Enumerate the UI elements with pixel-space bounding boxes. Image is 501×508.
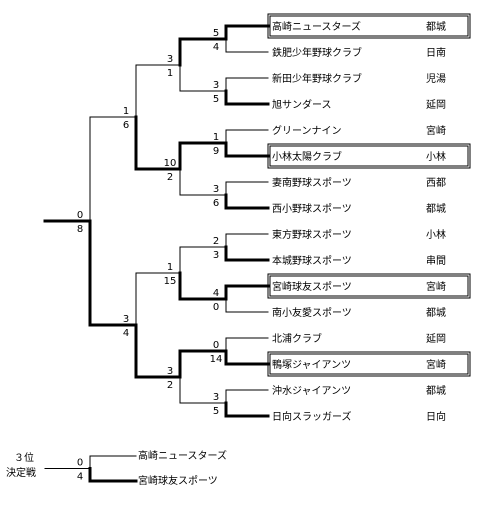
winner-boxes — [267, 13, 471, 377]
round1-match-score-top: 5 — [213, 28, 219, 39]
third-place-score-bottom: 4 — [77, 472, 83, 483]
third-place-title-line1: ３位 — [14, 451, 34, 464]
round1-match-score-bottom: 5 — [213, 94, 219, 105]
third-place-team-top: 高崎ニュースターズ — [138, 449, 227, 462]
team-region: 串間 — [426, 255, 446, 267]
semifinal-match-score-bottom: 4 — [123, 328, 129, 339]
winner-box-inner — [269, 275, 469, 297]
round1-match-score-top: 1 — [213, 132, 219, 143]
team-region: 小林 — [426, 150, 446, 163]
team-region: 都城 — [426, 385, 446, 397]
team-region: 都城 — [426, 21, 446, 33]
team-region: 日向 — [426, 410, 446, 423]
team-region: 小林 — [426, 228, 446, 241]
round1-match-score-bottom: 4 — [213, 42, 219, 53]
round1-match-score-bottom: 3 — [213, 250, 219, 261]
bracket-labels: 高崎ニュースターズ都城鉄肥少年野球クラブ日南新田少年野球クラブ児湯旭サンダース延… — [77, 20, 446, 487]
team-name: 本城野球スポーツ — [272, 254, 352, 267]
team-region: 宮崎 — [426, 358, 446, 371]
team-region: 宮崎 — [426, 124, 446, 137]
round2-match-score-top: 3 — [167, 366, 173, 377]
round1-match-score-bottom: 5 — [213, 406, 219, 417]
winner-box-outer — [267, 273, 471, 299]
team-region: 延岡 — [426, 333, 446, 345]
round1-match-score-top: 3 — [213, 80, 219, 91]
semifinal-match-score-bottom: 6 — [123, 120, 129, 131]
third-place-title-line2: 決定戦 — [6, 466, 36, 479]
third-place-team-bottom: 宮崎球友スポーツ — [138, 474, 218, 487]
round2-match-score-bottom: 15 — [164, 276, 177, 287]
winner-box-inner — [269, 353, 469, 375]
team-name: 北浦クラブ — [272, 332, 322, 345]
team-name: 日向スラッガーズ — [272, 410, 352, 423]
round2-match-score-bottom: 2 — [167, 172, 173, 183]
round1-match-score-top: 4 — [213, 288, 219, 299]
team-region: 宮崎 — [426, 280, 446, 293]
round1-match-score-bottom: 6 — [213, 198, 219, 209]
team-name: 鴨塚ジャイアンツ — [272, 358, 351, 371]
winner-box-outer — [267, 351, 471, 377]
round2-match-score-top: 10 — [164, 158, 177, 169]
team-region: 延岡 — [426, 99, 446, 111]
team-name: 鉄肥少年野球クラブ — [272, 46, 362, 59]
team-name: 妻南野球スポーツ — [272, 176, 352, 189]
round2-match-score-bottom: 2 — [167, 380, 173, 391]
round1-match-score-top: 0 — [213, 340, 219, 351]
winner-box-outer — [267, 13, 471, 39]
round1-match-score-bottom: 9 — [213, 146, 219, 157]
team-region: 都城 — [426, 203, 446, 215]
final-match-score-bottom: 8 — [77, 224, 83, 235]
team-name: 西小野球スポーツ — [272, 202, 352, 215]
semifinal-match-score-top: 1 — [123, 106, 129, 117]
final-match-score-top: 0 — [77, 210, 83, 221]
team-name: 沖水ジャイアンツ — [272, 384, 351, 397]
round1-match-score-top: 2 — [213, 236, 219, 247]
team-region: 日南 — [426, 46, 446, 59]
round1-match-score-top: 3 — [213, 184, 219, 195]
team-name: 高崎ニュースターズ — [272, 20, 361, 33]
team-name: 旭サンダース — [272, 98, 332, 111]
bracket-lines — [43, 24, 270, 483]
team-name: グリーンナイン — [272, 124, 342, 137]
winner-box-inner — [269, 145, 469, 167]
team-name: 東方野球スポーツ — [272, 228, 352, 241]
round1-match-score-bottom: 14 — [210, 354, 223, 365]
round1-match-score-top: 3 — [213, 392, 219, 403]
round2-match-score-bottom: 1 — [167, 68, 173, 79]
semifinal-match-score-top: 3 — [123, 314, 129, 325]
third-place-score-top: 0 — [77, 458, 83, 469]
team-name: 南小友愛スポーツ — [272, 306, 352, 319]
winner-box-outer — [267, 143, 471, 169]
round2-match-score-top: 1 — [167, 262, 173, 273]
team-name: 小林太陽クラブ — [272, 150, 342, 163]
winner-box-inner — [269, 15, 469, 37]
team-name: 宮崎球友スポーツ — [272, 280, 352, 293]
team-region: 都城 — [426, 307, 446, 319]
round1-match-score-bottom: 0 — [213, 302, 219, 313]
team-name: 新田少年野球クラブ — [272, 72, 362, 85]
team-region: 西都 — [426, 177, 446, 189]
round2-match-score-top: 3 — [167, 54, 173, 65]
team-region: 児湯 — [426, 72, 446, 85]
